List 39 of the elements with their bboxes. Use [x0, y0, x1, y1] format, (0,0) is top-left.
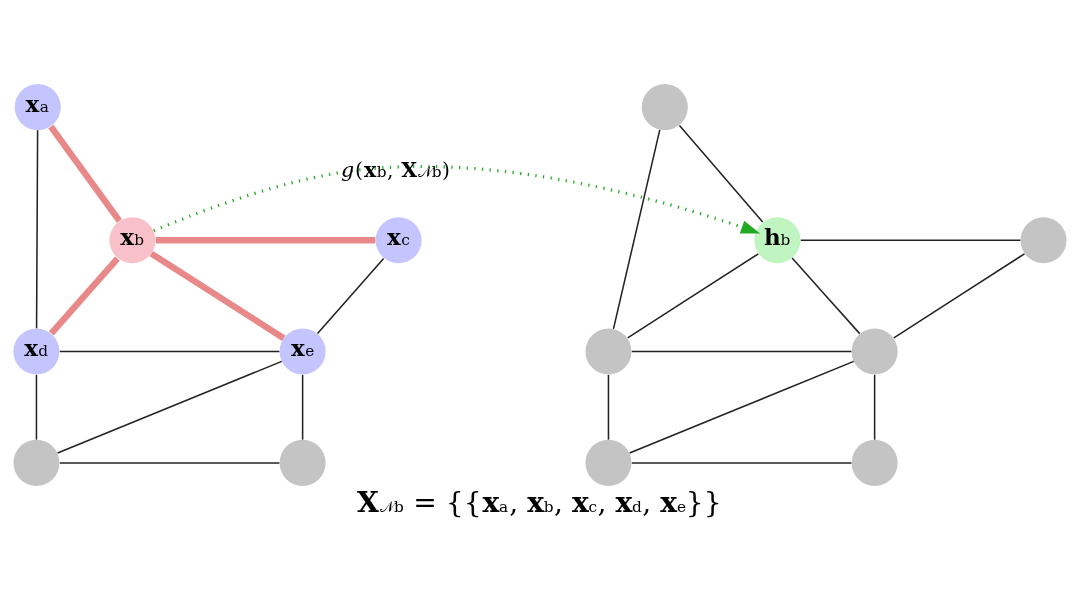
- connector: [631, 461, 853, 464]
- node-circle: xa: [14, 83, 61, 130]
- node-circle: [585, 439, 632, 486]
- node-circle: xd: [13, 328, 60, 375]
- connector: [631, 350, 853, 352]
- node-circle: [1020, 216, 1067, 263]
- node-circle: [851, 328, 898, 375]
- connector: [893, 252, 1026, 339]
- node-circle: xe: [279, 328, 326, 375]
- connector: [59, 350, 281, 352]
- connector: [149, 250, 286, 341]
- node-circle: [851, 439, 898, 486]
- caption: X𝒩b = {{xa, xb, xc, xd, xe}}: [357, 485, 722, 519]
- connector: [35, 129, 39, 329]
- node-circle: hb: [754, 216, 801, 263]
- node-circle: [641, 83, 688, 130]
- connector: [48, 255, 120, 336]
- connector: [628, 360, 855, 454]
- connector: [155, 236, 376, 243]
- node-circle: xb: [109, 216, 156, 263]
- connector: [56, 360, 283, 454]
- connector: [48, 124, 122, 223]
- node-circle: [13, 439, 60, 486]
- arrow: [153, 164, 761, 234]
- connector: [59, 461, 281, 464]
- node-circle: [585, 328, 632, 375]
- edge-label: g(xb, X𝒩b): [341, 157, 451, 182]
- connector: [791, 256, 861, 334]
- connector: [316, 257, 385, 334]
- connector: [35, 373, 38, 440]
- connector: [301, 373, 304, 440]
- node-circle: xc: [375, 216, 422, 263]
- connector: [873, 373, 876, 440]
- connector: [612, 128, 661, 330]
- connector: [678, 124, 764, 223]
- node-circle: [279, 439, 326, 486]
- connector: [626, 252, 760, 339]
- connector: [800, 238, 1022, 241]
- connector: [607, 373, 610, 440]
